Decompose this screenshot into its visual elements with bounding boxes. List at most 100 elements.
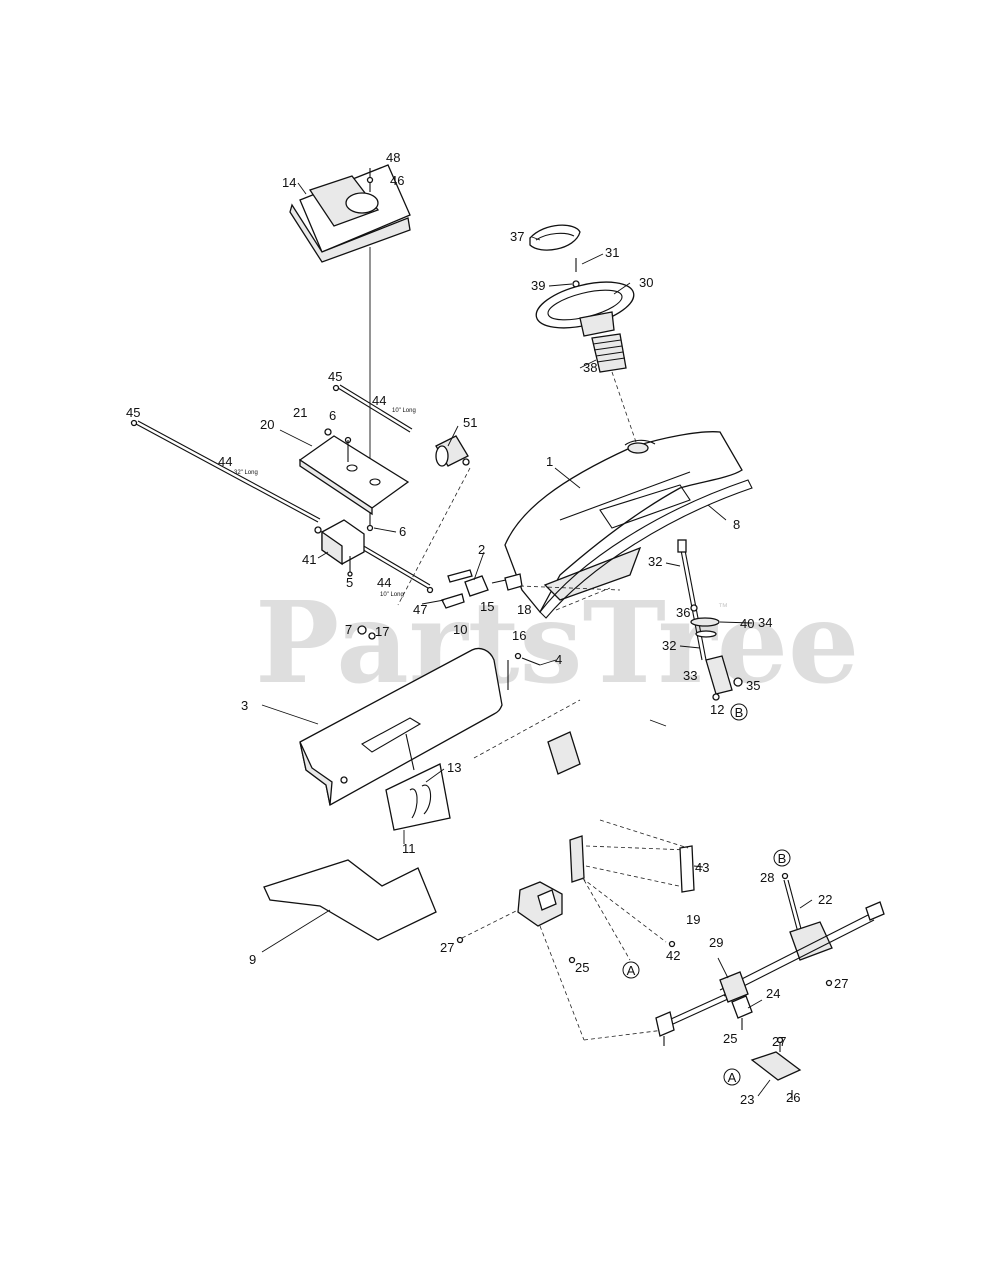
callout-27-left: 27	[440, 940, 454, 955]
callout-44-long: 44	[218, 454, 232, 469]
part-2-15-18-linkage	[441, 569, 621, 609]
callout-2: 2	[478, 542, 485, 557]
marker-a-middle-text: A	[627, 963, 636, 978]
callout-32-upper: 32	[648, 554, 662, 569]
callout-45-left: 45	[126, 405, 140, 420]
part-44-rod-short	[359, 544, 434, 594]
marker-b-upper: B	[730, 703, 748, 721]
part-23-bracket	[750, 1036, 802, 1100]
callout-13: 13	[447, 760, 461, 775]
callout-46: 46	[390, 173, 404, 188]
part-3-lower-dash-cover	[299, 587, 611, 807]
part-27-25-42-fasteners	[456, 909, 676, 964]
part-29-boot	[719, 971, 749, 1003]
part-6-screw-lower	[366, 512, 374, 532]
part-22-steering-rack	[655, 872, 885, 1046]
callout-36: 36	[676, 605, 690, 620]
callout-15: 15	[480, 599, 494, 614]
callout-6-lower: 6	[399, 524, 406, 539]
callout-39: 39	[531, 278, 545, 293]
callout-1: 1	[546, 454, 553, 469]
marker-a-middle: A	[622, 961, 640, 979]
marker-a-lower: A	[723, 1068, 741, 1086]
callout-6-upper: 6	[329, 408, 336, 423]
part-33-universal-joint	[705, 655, 743, 701]
part-44-rod-upper	[332, 384, 413, 433]
part-19-gear-housing	[517, 881, 665, 1041]
leader-lines	[261, 182, 813, 1097]
callout-18: 18	[517, 602, 531, 617]
callout-9: 9	[249, 952, 256, 967]
callout-17: 17	[375, 624, 389, 639]
callout-24: 24	[766, 986, 780, 1001]
part-43-bracket	[569, 819, 695, 961]
marker-a-lower-text: A	[728, 1070, 737, 1085]
callout-43: 43	[695, 860, 709, 875]
callout-10: 10	[453, 622, 467, 637]
marker-b-lower: B	[773, 849, 791, 867]
part-16-4-hardware	[507, 652, 541, 690]
part-7-17-hardware	[357, 625, 376, 640]
part-44-rod-long	[130, 419, 321, 523]
callout-25-lower: 25	[723, 1031, 737, 1046]
callout-38: 38	[583, 360, 597, 375]
part-8-trim-strip	[539, 479, 753, 619]
callout-40: 40	[740, 616, 754, 631]
callout-30: 30	[639, 275, 653, 290]
callout-48: 48	[386, 150, 400, 165]
callout-23: 23	[740, 1092, 754, 1107]
callout-42: 42	[666, 948, 680, 963]
callout-3: 3	[241, 698, 248, 713]
part-13-lever-plate	[385, 763, 451, 844]
callout-31: 31	[605, 245, 619, 260]
part-38-steering-boot	[591, 333, 638, 446]
callout-33: 33	[683, 668, 697, 683]
callout-34: 34	[758, 615, 772, 630]
part-20-mounting-plate	[298, 428, 410, 516]
callout-27-right: 27	[834, 976, 848, 991]
callout-7: 7	[345, 622, 352, 637]
part-14-switch-housing	[289, 164, 411, 495]
callout-21: 21	[293, 405, 307, 420]
part-40-34-bearing	[690, 604, 720, 638]
callout-41: 41	[302, 552, 316, 567]
marker-b-lower-text: B	[778, 851, 787, 866]
bracket-small	[547, 731, 581, 775]
callout-8: 8	[733, 517, 740, 532]
part-48-46-screw	[366, 168, 374, 192]
callout-26: 26	[786, 1090, 800, 1105]
part-30-steering-wheel	[535, 281, 635, 337]
callout-4: 4	[555, 652, 562, 667]
part-27-fastener-right	[825, 979, 833, 987]
callout-35: 35	[746, 678, 760, 693]
callout-37: 37	[510, 229, 524, 244]
callout-47: 47	[413, 602, 427, 617]
callout-44-upper: 44	[372, 393, 386, 408]
part-9-decal	[263, 859, 437, 941]
callout-16: 16	[512, 628, 526, 643]
part-32-steering-shaft	[677, 539, 707, 661]
part-31-39-nut-washer	[572, 258, 580, 288]
callout-28: 28	[760, 870, 774, 885]
callout-5: 5	[346, 575, 353, 590]
watermark-trademark: ™	[718, 602, 728, 613]
callout-29: 29	[709, 935, 723, 950]
length-note-upper: 10" Long	[392, 408, 416, 414]
part-41-switch-block	[314, 519, 365, 577]
callout-14: 14	[282, 175, 296, 190]
callout-51: 51	[463, 415, 477, 430]
length-notes: 10" Long 32" Long 10" Long	[234, 408, 416, 598]
callout-27-lower: 27	[772, 1034, 786, 1049]
part-51-bushing	[397, 435, 471, 606]
callout-25-middle: 25	[575, 960, 589, 975]
callout-32-lower: 32	[662, 638, 676, 653]
length-note-long: 32" Long	[234, 470, 258, 476]
length-note-short: 10" Long	[380, 592, 404, 598]
part-24-clamp	[731, 995, 753, 1030]
part-37-wheel-cap	[529, 224, 581, 251]
marker-b-upper-text: B	[735, 705, 744, 720]
callout-19: 19	[686, 912, 700, 927]
callout-20: 20	[260, 417, 274, 432]
